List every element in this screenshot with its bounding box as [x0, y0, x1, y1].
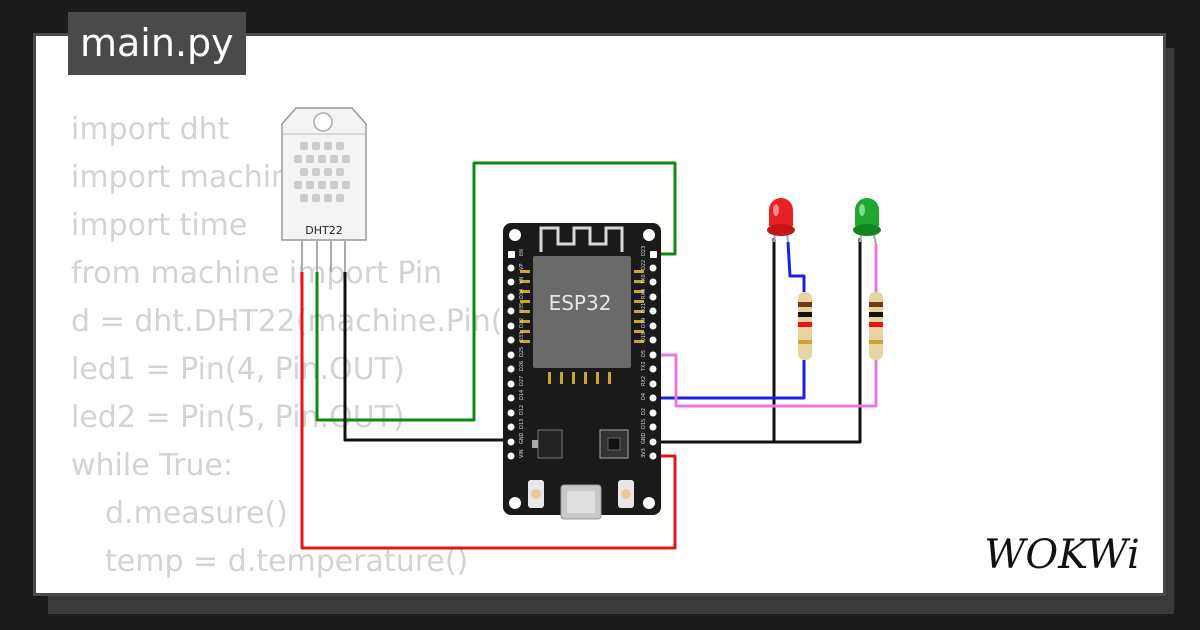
dht22-sensor[interactable]: DHT22 — [281, 107, 367, 272]
pin-label: VN — [519, 277, 525, 284]
pin-label: 3V3 — [641, 448, 647, 458]
pin-label: D14 — [519, 390, 525, 400]
pin-label: RX0 — [641, 289, 647, 299]
resistor-2[interactable] — [869, 292, 883, 360]
code-line: import dht — [71, 112, 230, 147]
pin-label: D25 — [519, 347, 525, 357]
pin-label: D23 — [641, 246, 647, 256]
left-pin-labels: EN VP VN D34 D35 D32 D33 D25 D26 D27 D14… — [519, 249, 525, 458]
pin-label: D13 — [519, 419, 525, 429]
pin-label: D5 — [641, 350, 647, 357]
pin-label: D4 — [641, 393, 647, 400]
led-red[interactable] — [767, 198, 795, 243]
wire-black-gnd — [656, 238, 862, 444]
pin-label: D22 — [641, 260, 647, 270]
pin-label: TX0 — [641, 274, 647, 285]
pin-label: D34 — [519, 289, 525, 299]
pin-label: RX2 — [641, 376, 647, 386]
code-line: hum = d.humidity() — [71, 586, 545, 593]
wire-black-sensor — [343, 272, 512, 442]
pin-label: GND — [641, 432, 647, 444]
pin-label: D15 — [641, 419, 647, 429]
file-tab: main.py — [68, 12, 246, 75]
wires — [300, 161, 878, 550]
wire-blue-top — [786, 241, 806, 292]
board-label: ESP32 — [549, 291, 612, 315]
pin-label: EN — [519, 249, 525, 256]
code-line: led1 = Pin(4, Pin.OUT) — [71, 352, 405, 387]
esp32-board[interactable]: ESP32 EN VP VN D34 D35 D32 D33 D25 D26 D… — [503, 223, 661, 520]
pin-label: D21 — [641, 303, 647, 313]
right-pin-labels: D23 D22 TX0 RX0 D21 D19 D18 D5 TX2 RX2 D… — [641, 246, 647, 458]
code-line: led2 = Pin(5, Pin.OUT) — [71, 400, 405, 435]
pin-label: D35 — [519, 303, 525, 313]
wokwi-logo: WOKWi — [984, 532, 1140, 578]
pin-label: VIN — [519, 449, 525, 458]
code-line: d = dht.DHT22(machine.Pin(2)) — [71, 304, 545, 339]
pin-label: D27 — [519, 376, 525, 386]
code-line: while True: — [71, 448, 234, 483]
led-green[interactable] — [853, 198, 881, 245]
pin-label: GND — [519, 432, 525, 444]
pin-label: TX2 — [641, 361, 647, 372]
pin-label: D2 — [641, 408, 647, 415]
resistor-1[interactable] — [798, 292, 812, 360]
code-listing: import dht import machine import time fr… — [71, 106, 545, 593]
wire-pink — [656, 353, 878, 408]
wire-green — [315, 161, 677, 422]
code-line: from machine import Pin — [71, 256, 443, 291]
code-line: import time — [71, 208, 248, 243]
code-line: d.measure() — [105, 496, 288, 531]
wire-blue — [656, 360, 806, 400]
pin-label: D33 — [519, 332, 525, 342]
pin-label: D32 — [519, 318, 525, 328]
wire-red-power — [300, 272, 677, 550]
code-line: temp = d.temperature() — [105, 544, 469, 579]
pin-label: D19 — [641, 318, 647, 328]
pin-label: VP — [519, 264, 525, 270]
pin-label: D12 — [519, 405, 525, 415]
pin-label: D26 — [519, 361, 525, 371]
sensor-label: DHT22 — [305, 224, 342, 237]
pin-label: D18 — [641, 332, 647, 342]
